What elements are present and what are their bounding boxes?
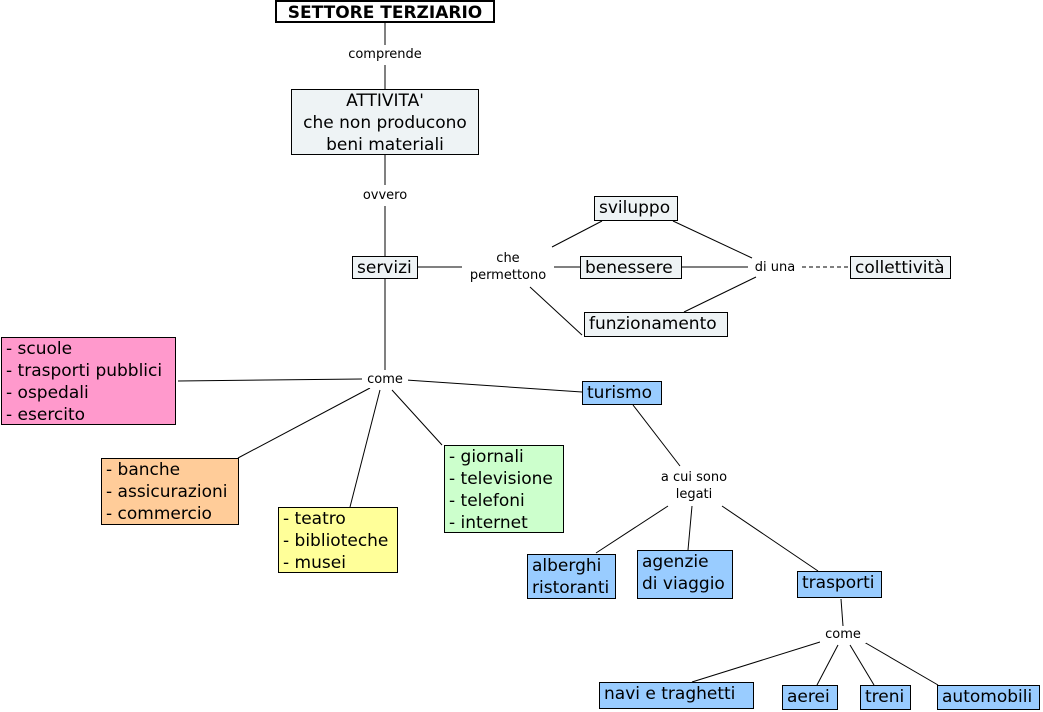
root-concept-title[interactable]: SETTORE TERZIARIO xyxy=(275,0,495,23)
concept-alberghi-ristoranti[interactable]: alberghi ristoranti xyxy=(527,554,616,599)
concept-trasporti[interactable]: trasporti xyxy=(797,571,882,598)
concept-cultura[interactable]: - teatro - biblioteche - musei xyxy=(278,507,398,573)
concept-navi-traghetti[interactable]: navi e traghetti xyxy=(599,682,754,709)
concept-aerei[interactable]: aerei xyxy=(782,685,838,710)
concept-treni[interactable]: treni xyxy=(860,685,911,710)
link-label-che-permettono: che permettono xyxy=(462,250,554,284)
concept-benessere[interactable]: benessere xyxy=(580,256,682,279)
concept-agenzie-di-viaggio[interactable]: agenzie di viaggio xyxy=(637,550,733,599)
link-label-ovvero: ovvero xyxy=(350,187,420,204)
concept-sviluppo[interactable]: sviluppo xyxy=(594,196,678,221)
concept-comunicazioni[interactable]: - giornali - televisione - telefoni - in… xyxy=(444,445,564,533)
link-label-a-cui-sono-legati: a cui sono legati xyxy=(648,469,740,503)
concept-servizi-pubblici[interactable]: - scuole - trasporti pubblici - ospedali… xyxy=(1,337,176,425)
link-label-di-una: di una xyxy=(748,259,802,276)
concept-banche[interactable]: - banche - assicurazioni - commercio xyxy=(101,458,239,525)
link-label-come-trasporti: come xyxy=(820,626,866,643)
link-label-come: come xyxy=(362,371,408,388)
concept-attivita[interactable]: ATTIVITA' che non producono beni materia… xyxy=(291,89,479,155)
link-label-comprende: comprende xyxy=(340,46,430,63)
concept-automobili[interactable]: automobili xyxy=(937,685,1040,710)
concept-turismo[interactable]: turismo xyxy=(582,381,662,405)
concept-servizi[interactable]: servizi xyxy=(352,256,418,279)
concept-collettivita[interactable]: collettività xyxy=(850,256,951,279)
concept-funzionamento[interactable]: funzionamento xyxy=(584,312,728,337)
